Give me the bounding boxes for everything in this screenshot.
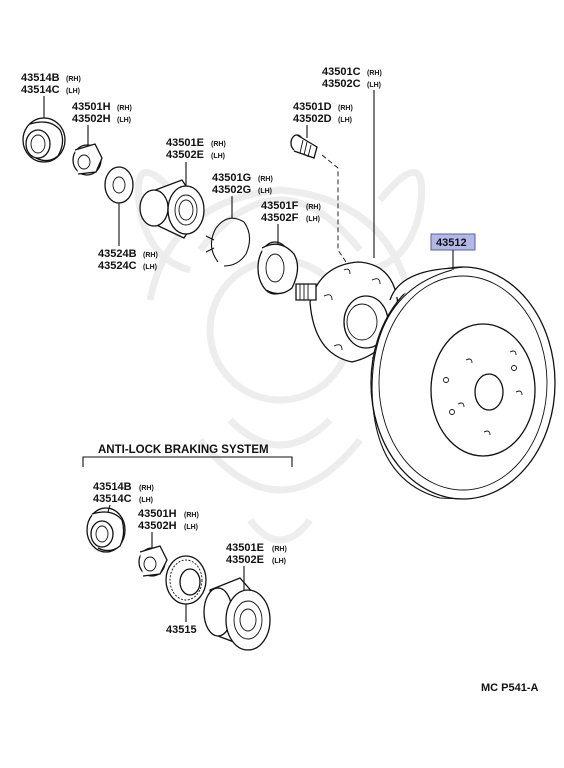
part-code-43501D: 43501D [293,101,332,113]
part-code-43502H: 43502H [72,113,111,125]
suffix-rh: (RH) [143,252,158,259]
part-code-43502F: 43502F [261,212,299,224]
suffix-lh: (LH) [117,117,131,124]
part-code-43514B: 43514B [93,481,132,493]
suffix-rh: (RH) [338,105,353,112]
part-code-43502H: 43502H [138,520,177,532]
hub-bolt-part [290,134,318,159]
abs-section-title: ANTI-LOCK BRAKING SYSTEM [98,444,269,456]
part-code-43514B: 43514B [21,72,60,84]
suffix-lh: (LH) [272,558,286,565]
part-code-43501G: 43501G [212,172,251,184]
suffix-rh: (RH) [367,70,382,77]
abs-label-43514: 43514B (RH) 43514C (LH) [93,481,154,505]
label-43501D: 43501D (RH) 43502D (LH) [293,101,353,125]
axle-hub-part [295,261,399,363]
suffix-rh: (RH) [117,105,132,112]
part-code-43501C: 43501C [322,66,361,78]
part-code-43502G: 43502G [212,184,251,196]
label-43501G: 43501G (RH) 43502G (LH) [212,172,273,196]
suffix-lh: (LH) [139,497,153,504]
suffix-lh: (LH) [367,82,381,89]
suffix-lh: (LH) [143,264,157,271]
label-43501C: 43501C (RH) 43502C (LH) [322,66,382,90]
suffix-lh: (LH) [184,524,198,531]
suffix-rh: (RH) [272,546,287,553]
suffix-lh: (LH) [306,216,320,223]
abs-sensor-rotor-part [165,555,207,605]
bearing-part [139,179,205,239]
part-code-43502C: 43502C [322,78,361,90]
label-43501E: 43501E (RH) 43502E (LH) [166,137,226,161]
abs-section-header: ANTI-LOCK BRAKING SYSTEM [82,444,293,467]
suffix-lh: (LH) [258,188,272,195]
part-code-43502E: 43502E [226,554,264,566]
abs-oil-seal-part [86,507,126,553]
abs-bearing-part [203,577,271,651]
label-43524: 43524B (RH) 43524C (LH) [98,248,158,272]
suffix-rh: (RH) [306,204,321,211]
suffix-rh: (RH) [258,176,273,183]
suffix-rh: (RH) [211,141,226,148]
part-code-43502E: 43502E [166,149,204,161]
part-code-43514C: 43514C [93,493,132,505]
suffix-lh: (LH) [66,88,80,95]
inner-seal-part [257,241,299,295]
part-code-43501E: 43501E [226,542,264,554]
part-code-43501H: 43501H [72,101,111,113]
part-code-43514C: 43514C [21,84,60,96]
part-code-43524C: 43524C [98,260,137,272]
part-code-43524B: 43524B [98,248,137,260]
suffix-rh: (RH) [66,76,81,83]
part-code-43501F: 43501F [261,200,299,212]
part-code-43502D: 43502D [293,113,332,125]
abs-label-43501H: 43501H (RH) 43502H (LH) [138,508,199,532]
suffix-lh: (LH) [338,117,352,124]
suffix-lh: (LH) [211,153,225,160]
oil-seal-part [22,117,66,163]
lock-nut-part [72,143,103,176]
label-43512-highlight[interactable]: 43512 [430,233,476,251]
disc-rotor-part [370,266,556,500]
label-43501H: 43501H (RH) 43502H (LH) [72,101,132,125]
abs-label-43515: 43515 [166,624,197,636]
suffix-rh: (RH) [139,485,154,492]
label-43514: 43514B (RH) 43514C (LH) [21,72,81,96]
diagram-reference-code: MC P541-A [481,682,539,694]
part-code-43512[interactable]: 43512 [436,237,467,249]
part-code-43501E: 43501E [166,137,204,149]
part-code-43515: 43515 [166,624,197,636]
abs-label-43501E: 43501E (RH) 43502E (LH) [226,542,287,566]
snap-ring-part [205,217,251,267]
suffix-rh: (RH) [184,512,199,519]
abs-lock-nut-part [138,545,168,577]
washer-part [104,166,134,204]
label-43501F: 43501F (RH) 43502F (LH) [261,200,321,224]
part-code-43501H: 43501H [138,508,177,520]
